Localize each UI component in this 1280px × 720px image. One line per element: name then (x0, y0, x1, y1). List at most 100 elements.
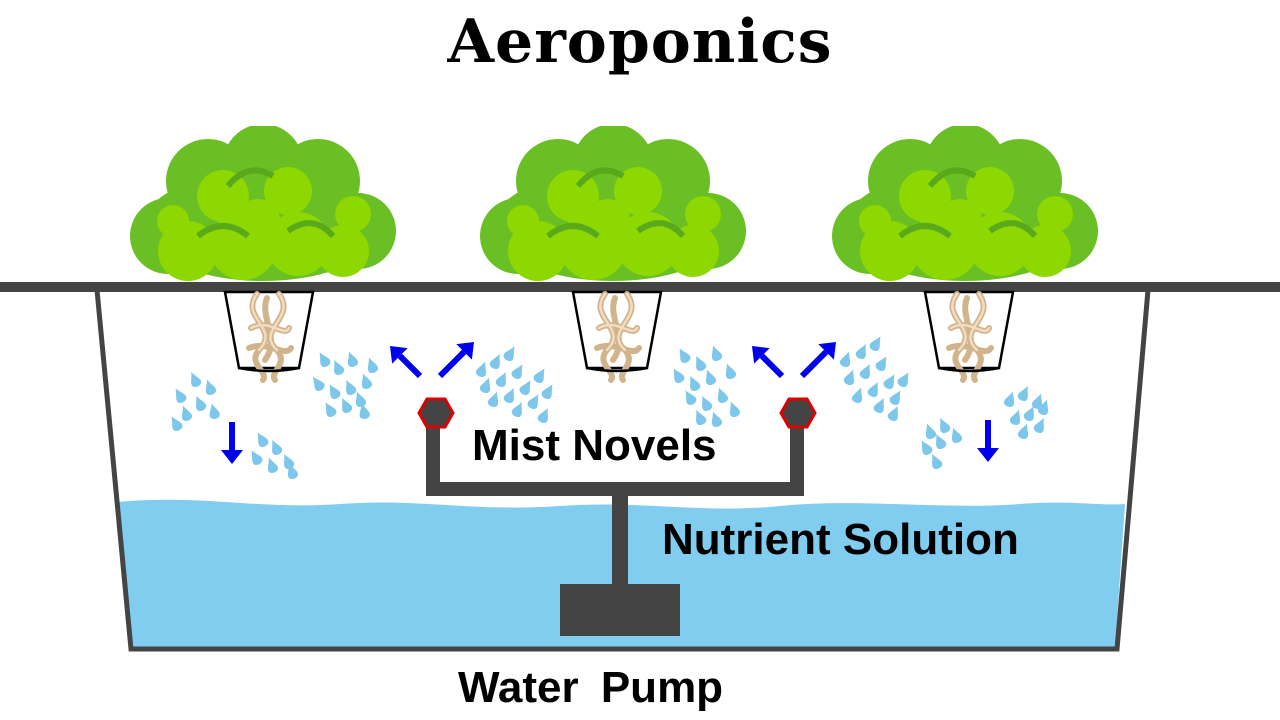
mist-droplet-icon (859, 363, 870, 379)
mist-droplet-icon (875, 356, 887, 371)
mist-nozzles-label: Mist Novels (472, 421, 717, 470)
mist-droplet-icon (527, 394, 539, 409)
mist-droplet-icon (921, 440, 933, 455)
mist-droplet-icon (951, 427, 963, 443)
mist-droplet-icon (711, 345, 723, 361)
mist-droplet-icon (705, 369, 717, 385)
mist-nozzle-icon (779, 397, 817, 429)
mist-droplet-icon (487, 391, 499, 407)
mist-droplet-icon (702, 395, 713, 411)
mist-droplet-icon (936, 433, 947, 449)
mist-droplet-icon (1033, 417, 1044, 433)
mist-droplet-icon (205, 379, 217, 395)
mist-droplet-icon (519, 380, 531, 395)
mist-droplet-icon (287, 463, 299, 479)
mist-droplet-icon (329, 384, 341, 399)
mist-droplet-icon (533, 368, 545, 383)
mist-droplet-icon (171, 416, 183, 431)
mist-droplet-icon (267, 457, 279, 473)
mist-droplet-icon (1023, 405, 1034, 421)
mist-droplet-icon (873, 397, 884, 413)
water-pump-label: Water Pump (458, 663, 724, 712)
mist-droplet-icon (1009, 409, 1021, 425)
mist-droplet-icon (319, 352, 331, 367)
mist-droplet-icon (475, 361, 487, 377)
mist-droplet-icon (1017, 385, 1028, 401)
diagram-title: Aeroponics (447, 7, 833, 77)
mist-droplet-icon (325, 402, 337, 417)
plant-left (130, 124, 396, 380)
plant-right (832, 124, 1098, 380)
mist-droplet-icon (696, 409, 707, 425)
grow-board (0, 282, 1280, 292)
mist-droplet-icon (367, 357, 379, 373)
mist-droplet-icon (479, 377, 491, 393)
mist-droplet-icon (191, 371, 202, 387)
mist-droplet-icon (503, 346, 515, 361)
mist-droplet-icon (334, 359, 345, 375)
riser-pipe (612, 488, 628, 586)
mist-direction-arrow-icon (799, 342, 836, 379)
mist-droplet-icon (541, 384, 553, 399)
mist-droplet-icon (696, 355, 707, 371)
mist-droplet-icon (685, 390, 697, 405)
mist-droplet-icon (537, 407, 548, 423)
mist-droplet-icon (347, 351, 359, 367)
water-pump (560, 584, 680, 636)
mist-droplet-icon (1003, 391, 1015, 407)
mist-droplet-icon (887, 405, 898, 421)
mist-droplet-icon (925, 423, 937, 439)
mist-droplet-icon (1017, 423, 1029, 439)
mist-arrows (221, 342, 999, 464)
mist-droplet-icon (503, 387, 514, 403)
mist-droplet-icon (851, 387, 863, 403)
mist-droplet-icon (346, 379, 357, 395)
mist-direction-arrow-icon (752, 346, 785, 379)
mist-droplet-icon (257, 432, 269, 447)
mist-droplet-icon (359, 403, 370, 420)
mist-droplet-icon (181, 405, 193, 421)
left-nozzle-pipe (426, 420, 440, 496)
mist-droplet-icon (940, 417, 951, 433)
mist-droplet-icon (495, 371, 506, 387)
mist-droplet-icon (175, 388, 187, 403)
mist-droplet-icon (361, 373, 373, 389)
mist-droplet-icon (843, 369, 855, 385)
mist-droplet-icon (717, 387, 729, 403)
net-pot-icon (225, 292, 313, 380)
mist-droplet-icon (711, 411, 723, 427)
lettuce-plant-icon (130, 124, 396, 281)
mist-droplet-icon (725, 363, 737, 379)
mist-droplet-icon (729, 401, 741, 417)
mist-droplet-icon (869, 336, 881, 351)
net-pot-icon (925, 292, 1013, 380)
mist-droplet-icon (284, 453, 295, 469)
mist-droplet-icon (839, 351, 851, 367)
mist-droplet-icon (679, 348, 691, 363)
mist-droplet-icon (511, 364, 523, 379)
mist-direction-arrow-icon (437, 342, 474, 379)
mist-droplet-icon (251, 450, 263, 465)
plant-center (480, 124, 746, 380)
mist-direction-arrow-icon (390, 346, 423, 379)
mist-droplet-icon (889, 390, 901, 405)
mist-direction-arrow-icon (221, 422, 243, 464)
mist-droplet-icon (932, 453, 943, 469)
mist-droplet-icon (883, 374, 895, 389)
mist-droplet-icon (897, 372, 909, 387)
mist-droplet-icon (272, 439, 283, 455)
mist-droplet-icon (867, 381, 878, 397)
mist-droplet-icon (511, 401, 522, 417)
mist-droplet-icon (673, 368, 685, 383)
mist-droplet-icon (342, 397, 353, 413)
mist-droplet-icon (312, 376, 325, 391)
net-pot-icon (573, 292, 661, 380)
nutrient-solution-label: Nutrient Solution (662, 515, 1019, 564)
reservoir-tank (94, 289, 1151, 652)
mist-droplets (171, 336, 1049, 479)
mist-direction-arrow-icon (977, 420, 999, 462)
lettuce-plant-icon (832, 124, 1098, 281)
lettuce-plant-icon (480, 124, 746, 281)
